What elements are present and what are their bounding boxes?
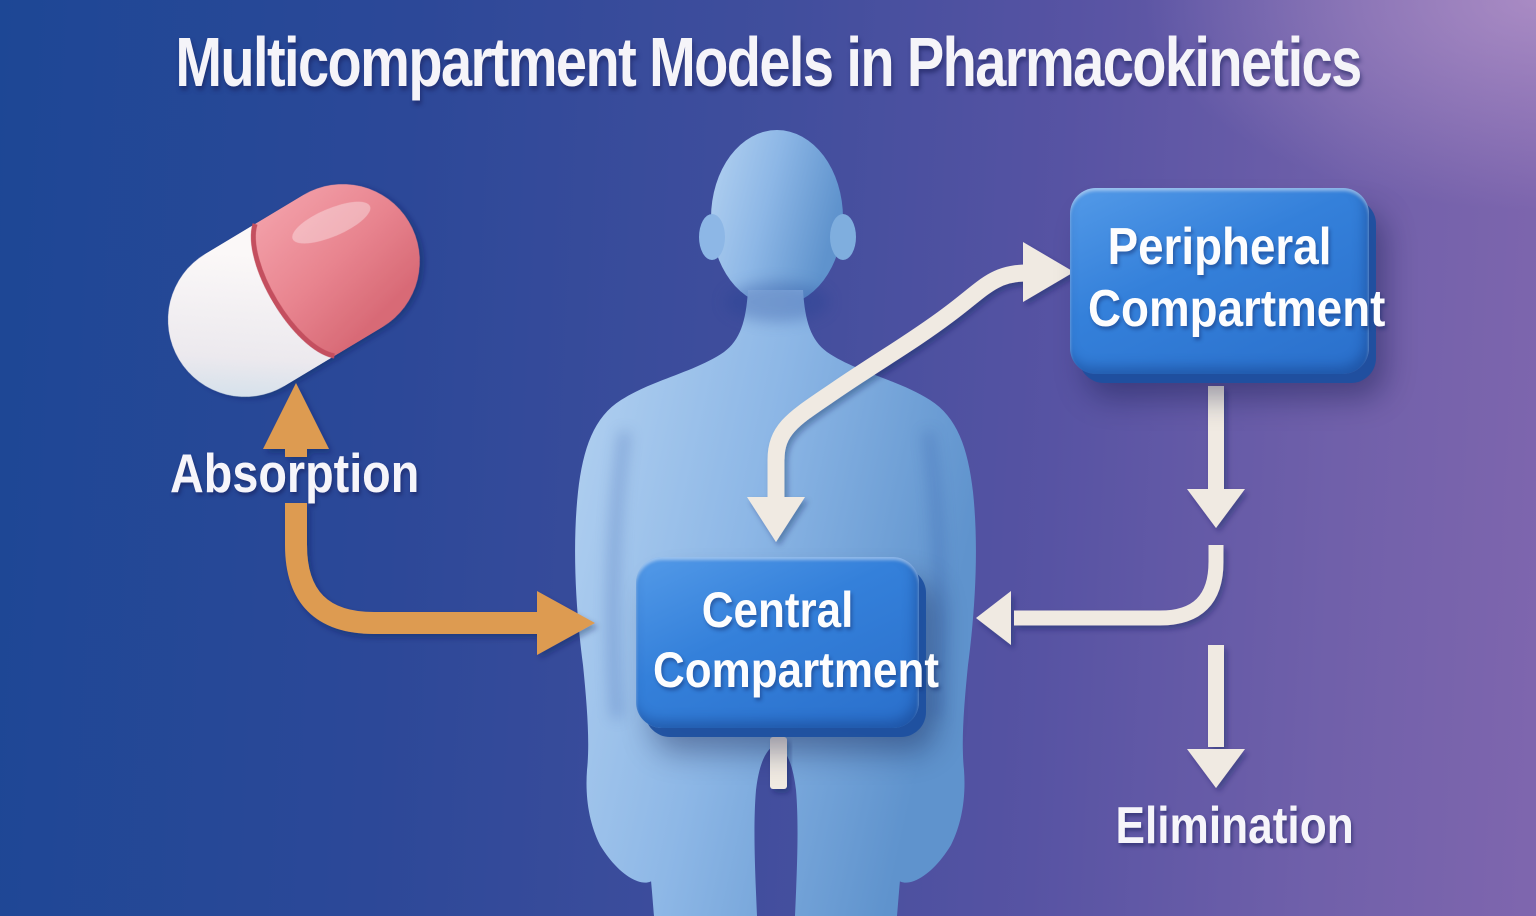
peripheral-down-arrowhead bbox=[1187, 489, 1245, 528]
orange-up-and-elbow-arrow bbox=[263, 383, 595, 655]
page-title: Multicompartment Models in Pharmacokinet… bbox=[175, 23, 1362, 101]
peripheral-compartment-line2: Compartment bbox=[1087, 280, 1386, 338]
absorption-up-arrowhead bbox=[263, 383, 329, 449]
distribution-down-arrowhead bbox=[747, 497, 805, 542]
capsule-highlight bbox=[292, 201, 371, 244]
figure-ear-left bbox=[699, 214, 725, 260]
cream-left-elbow-arrow bbox=[976, 545, 1224, 645]
cream-arrow-stub bbox=[770, 737, 787, 789]
elimination-shaft bbox=[1208, 645, 1224, 747]
peripheral-compartment-line1: Peripheral bbox=[1107, 218, 1332, 276]
absorption-label: Absorption bbox=[170, 442, 420, 504]
figure-arm-seam-right bbox=[923, 431, 945, 719]
return-shaft bbox=[1014, 545, 1224, 626]
cream-s-curve-double-arrow bbox=[747, 242, 1074, 542]
figure-head bbox=[711, 130, 843, 306]
distribution-right-arrowhead bbox=[1023, 242, 1074, 302]
peripheral-compartment-box: Peripheral Compartment bbox=[1070, 188, 1386, 374]
distribution-shaft bbox=[767, 264, 1025, 498]
return-left-arrowhead bbox=[976, 591, 1011, 645]
absorption-elbow-shaft bbox=[285, 503, 537, 634]
absorption-up-stub bbox=[285, 447, 307, 457]
figure-neck-shadow bbox=[725, 282, 829, 322]
figure-ear-right bbox=[830, 214, 856, 260]
elimination-label: Elimination bbox=[1115, 797, 1354, 855]
central-compartment-line2: Compartment bbox=[652, 642, 940, 698]
capsule-white-half bbox=[168, 223, 335, 397]
elimination-arrowhead bbox=[1187, 749, 1245, 788]
cream-down-arrow-elimination bbox=[1187, 645, 1245, 788]
central-compartment-line1: Central bbox=[701, 582, 854, 638]
cream-down-arrow-peripheral bbox=[1187, 386, 1245, 528]
absorption-right-arrowhead bbox=[537, 591, 595, 655]
peripheral-down-shaft bbox=[1208, 386, 1224, 490]
capsule-pink-half bbox=[253, 184, 420, 356]
figure-arm-seam-left bbox=[608, 431, 630, 719]
capsule-pill-icon bbox=[168, 184, 420, 397]
central-compartment-box: Central Compartment bbox=[636, 557, 940, 728]
capsule-seam bbox=[250, 223, 336, 359]
